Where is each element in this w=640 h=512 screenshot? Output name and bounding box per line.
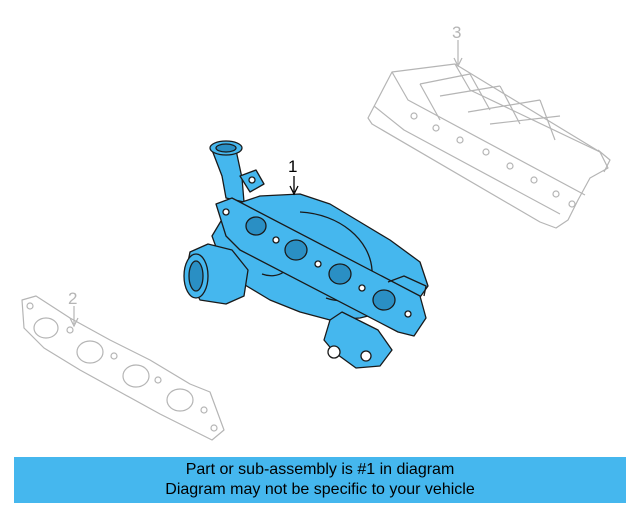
callout-3: 3 xyxy=(452,23,461,42)
gasket-part-2 xyxy=(21,295,225,441)
callout-2: 2 xyxy=(68,289,77,308)
turbocharger-part-1 xyxy=(183,140,429,369)
parts-diagram: 3 2 xyxy=(21,23,611,441)
banner-line-part-number: Part or sub-assembly is #1 in diagram xyxy=(185,461,455,478)
callout-1: 1 xyxy=(288,157,297,176)
info-banner: Part or sub-assembly is #1 in diagram Di… xyxy=(14,457,626,503)
heat-shield-part-3 xyxy=(367,63,611,229)
banner-line-disclaimer: Diagram may not be specific to your vehi… xyxy=(165,481,475,498)
